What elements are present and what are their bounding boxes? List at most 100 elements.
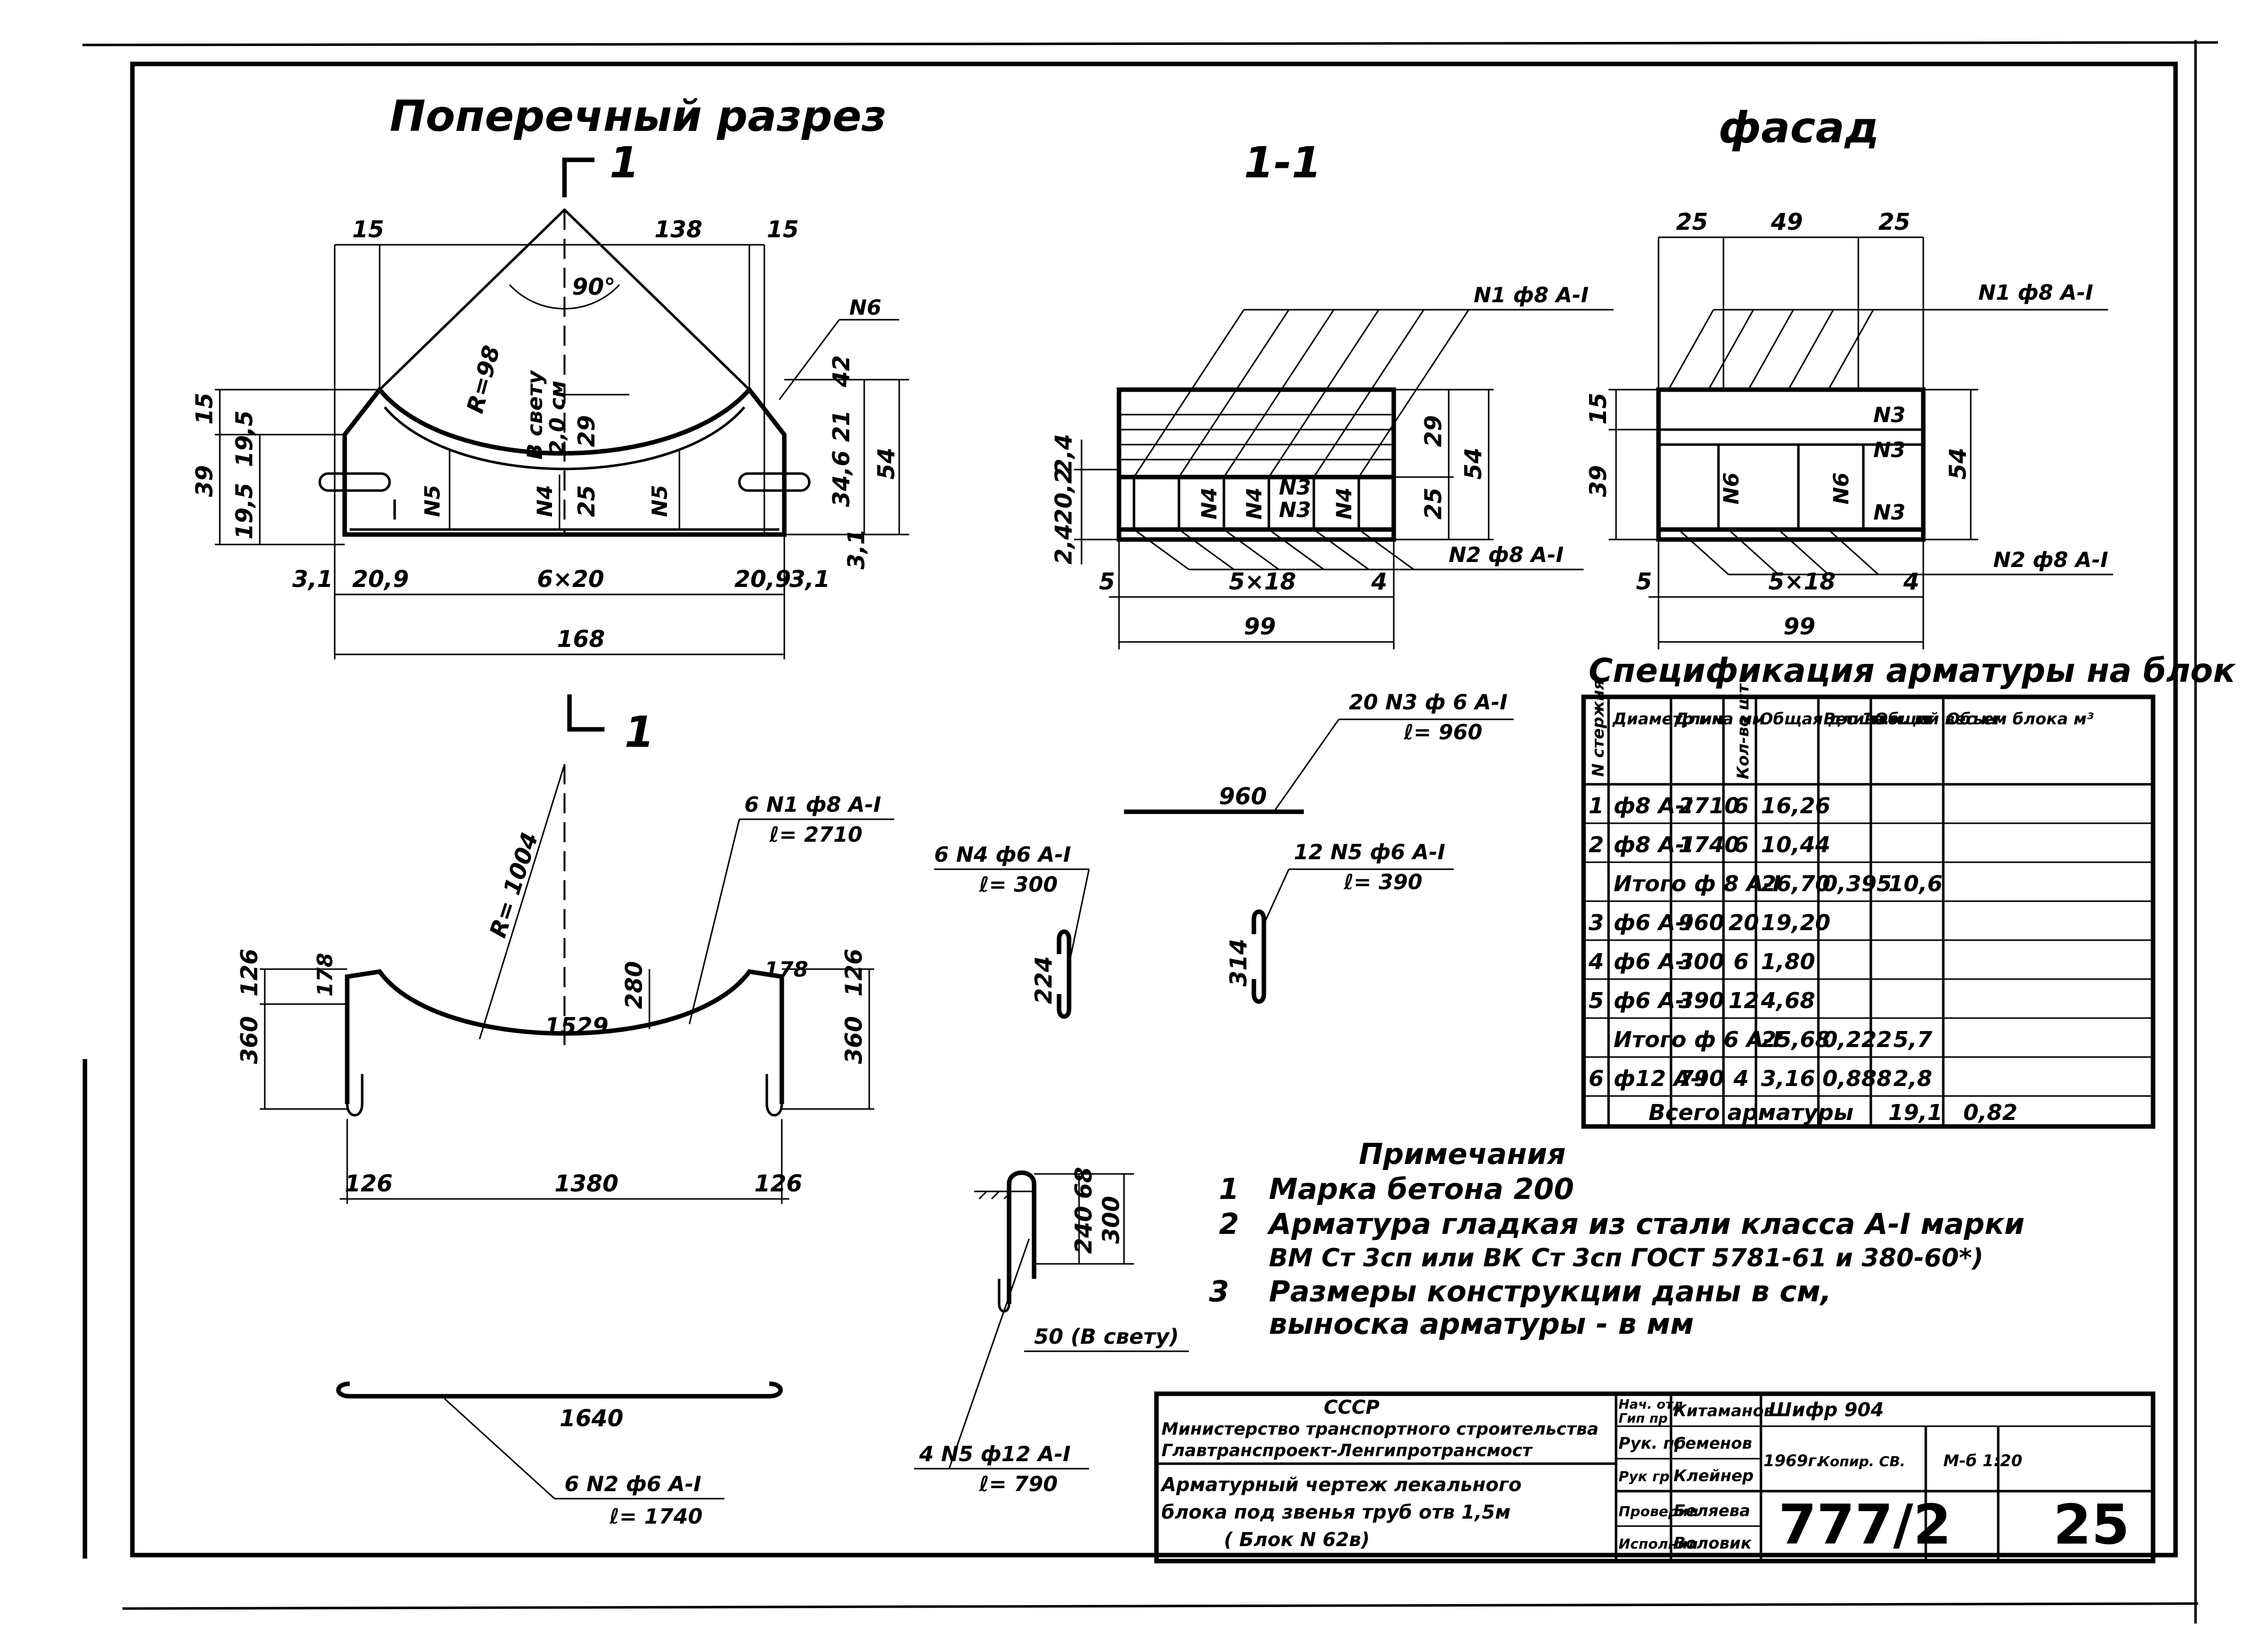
leader-n6 bbox=[778, 319, 840, 400]
spec-cell: 10,44 bbox=[1761, 832, 1830, 858]
dim-left-195b: 19,5 bbox=[231, 483, 258, 540]
label-n5-right: N5 bbox=[647, 485, 672, 517]
spec-cell: ф6 А-I bbox=[1614, 910, 1692, 936]
dim-h21: 21 bbox=[828, 410, 855, 442]
bar-n1-radius-label: R= 1004 bbox=[484, 829, 544, 941]
dim-h42: 42 bbox=[828, 355, 855, 388]
spec-cell: 0,395 bbox=[1822, 871, 1892, 897]
facade-dim-b4: 4 bbox=[1903, 568, 1919, 595]
bar-n6-label: 4 N5 ф12 А-I bbox=[919, 1442, 1071, 1466]
stamp-r1a: Нач. отд bbox=[1619, 1397, 1683, 1412]
spec-cell: 6 bbox=[1733, 793, 1749, 819]
dim-h54: 54 bbox=[873, 448, 900, 480]
dim-l126: 126 bbox=[236, 949, 263, 997]
section-1-1-view: 1-1 N1 ф8 А-I N2 ф8 А-I N4 N4 N3 N3 N4 2… bbox=[1050, 138, 1614, 649]
bar-n2-shape bbox=[336, 1381, 783, 1399]
spec-head-len: Длина мм bbox=[1674, 709, 1765, 728]
bar-n3-length: ℓ= 960 bbox=[1403, 720, 1482, 744]
stamp-year: 1969г. bbox=[1763, 1451, 1822, 1470]
spec-cell: 20 bbox=[1728, 910, 1759, 936]
stamp-r1n: Китаманов bbox=[1674, 1401, 1774, 1420]
spec-cell: 19,1 bbox=[1888, 1100, 1943, 1125]
stamp-title-1: Арматурный чертеж лекального bbox=[1160, 1474, 1522, 1496]
stamp-r4n: Беляева bbox=[1674, 1501, 1750, 1520]
section-cut-number-top: 1 bbox=[609, 138, 639, 188]
spec-cell: 390 bbox=[1679, 988, 1724, 1014]
facade-leaders-n2 bbox=[1678, 529, 1879, 575]
radius-label: R=98 bbox=[461, 343, 505, 416]
spec-cell: 300 bbox=[1679, 949, 1724, 975]
bar-n4-label: 6 N4 ф6 А-I bbox=[934, 842, 1071, 867]
facade-label-n3a: N3 bbox=[1873, 403, 1905, 427]
bar-n1-length: ℓ= 2710 bbox=[769, 822, 863, 847]
facade-label-n3b: N3 bbox=[1873, 438, 1905, 462]
section-cut-mark-top bbox=[562, 157, 594, 197]
spec-cell: 5 bbox=[1589, 988, 1604, 1014]
dim-top-left: 15 bbox=[352, 216, 384, 243]
spec-cell: 25,68 bbox=[1761, 1027, 1830, 1053]
bar-n1-hook-left bbox=[346, 1074, 364, 1116]
dim-h346: 34,6 bbox=[828, 451, 855, 508]
stamp-r2n: Семенов bbox=[1674, 1434, 1752, 1453]
dim-b126a: 126 bbox=[345, 1170, 393, 1197]
block-outline bbox=[342, 386, 787, 537]
section-cut-mark-bottom bbox=[567, 694, 604, 732]
dim-11-b5x18: 5×18 bbox=[1229, 568, 1296, 595]
spec-cell: 1 bbox=[1589, 793, 1604, 819]
clear-value: 2,0 см bbox=[545, 381, 569, 455]
bar-n6-leader bbox=[948, 1238, 1030, 1469]
dim-11-h25: 25 bbox=[1420, 488, 1447, 520]
stamp-page-number: 25 bbox=[2053, 1493, 2130, 1557]
label-n4-a: N4 bbox=[1197, 488, 1221, 520]
bar-n5-label: 12 N5 ф6 А-I bbox=[1294, 840, 1445, 864]
spec-head-qty: Кол-во шт bbox=[1733, 683, 1752, 779]
label-n4-c: N4 bbox=[1332, 488, 1356, 520]
bar-details: 1 R= 1004 1529 6 N1 ф8 А-I ℓ= 2710 280 1… bbox=[236, 690, 1514, 1529]
bar-n4-shape bbox=[1057, 929, 1072, 1019]
spec-cell: 2 bbox=[1589, 832, 1604, 858]
stamp-r1b: Гип пр bbox=[1619, 1411, 1668, 1426]
bar-n1-arc bbox=[384, 406, 745, 471]
facade-dim-t25b: 25 bbox=[1878, 208, 1910, 235]
spec-cell: 19,20 bbox=[1761, 910, 1830, 936]
facade-outline bbox=[1656, 387, 1926, 542]
facade-label-n6b: N6 bbox=[1829, 473, 1853, 505]
note-3-number: 3 bbox=[1209, 1274, 1229, 1308]
spec-cell: 16,26 bbox=[1761, 793, 1830, 819]
dim-l360: 360 bbox=[236, 1016, 263, 1064]
spec-cell: Итого ф 8 А-I bbox=[1614, 871, 1781, 897]
spec-title: Спецификация арматуры на блок bbox=[1589, 651, 2237, 690]
dim-b209a: 20,9 bbox=[352, 565, 409, 592]
facade-label-n3c: N3 bbox=[1873, 500, 1905, 525]
bar-n6-length: ℓ= 790 bbox=[979, 1472, 1058, 1496]
bar-n6-ground-hatch bbox=[978, 1190, 1013, 1200]
stamp-r5n: Воловик bbox=[1674, 1534, 1752, 1553]
stamp-title-2: блока под звенья труб отв 1,5м bbox=[1161, 1501, 1511, 1523]
dim-top-mid: 138 bbox=[654, 216, 702, 243]
spec-cell: 960 bbox=[1679, 910, 1724, 936]
stamp-r3a: Рук гр bbox=[1619, 1468, 1670, 1485]
stamp-r3n: Клейнер bbox=[1674, 1466, 1753, 1485]
dim-11-b4: 4 bbox=[1371, 568, 1387, 595]
stamp-code: Шифр 904 bbox=[1768, 1399, 1884, 1421]
stamp-r5a: Исполнил bbox=[1619, 1536, 1698, 1552]
facade-dim-b5: 5 bbox=[1636, 568, 1652, 595]
spec-cell: 26,70 bbox=[1761, 871, 1830, 897]
note-1: Марка бетона 200 bbox=[1269, 1172, 1574, 1206]
spec-head-w: Вес 1п.м. кг bbox=[1823, 709, 1934, 728]
bar-n5-height: 314 bbox=[1225, 939, 1252, 987]
facade-title: фасад bbox=[1718, 103, 1879, 153]
stamp-org: Главтранспроект-Ленгипротрансмост bbox=[1161, 1441, 1533, 1461]
stamp-copy: Копир. СВ. bbox=[1818, 1453, 1905, 1470]
spec-head-tw: Общий вес кг bbox=[1874, 709, 2001, 728]
bar-n5-leader bbox=[1263, 869, 1290, 925]
label-n3-b: N3 bbox=[1279, 498, 1311, 522]
dim-11-total-99: 99 bbox=[1244, 613, 1276, 640]
stamp-ussr: СССР bbox=[1324, 1396, 1380, 1418]
spec-cell: ф8 А-I bbox=[1614, 793, 1692, 819]
bar-n2-width: 1640 bbox=[560, 1405, 623, 1432]
clear-label: В свету bbox=[523, 370, 547, 460]
angle-arc bbox=[509, 284, 620, 310]
dim-l178: 178 bbox=[313, 953, 337, 997]
